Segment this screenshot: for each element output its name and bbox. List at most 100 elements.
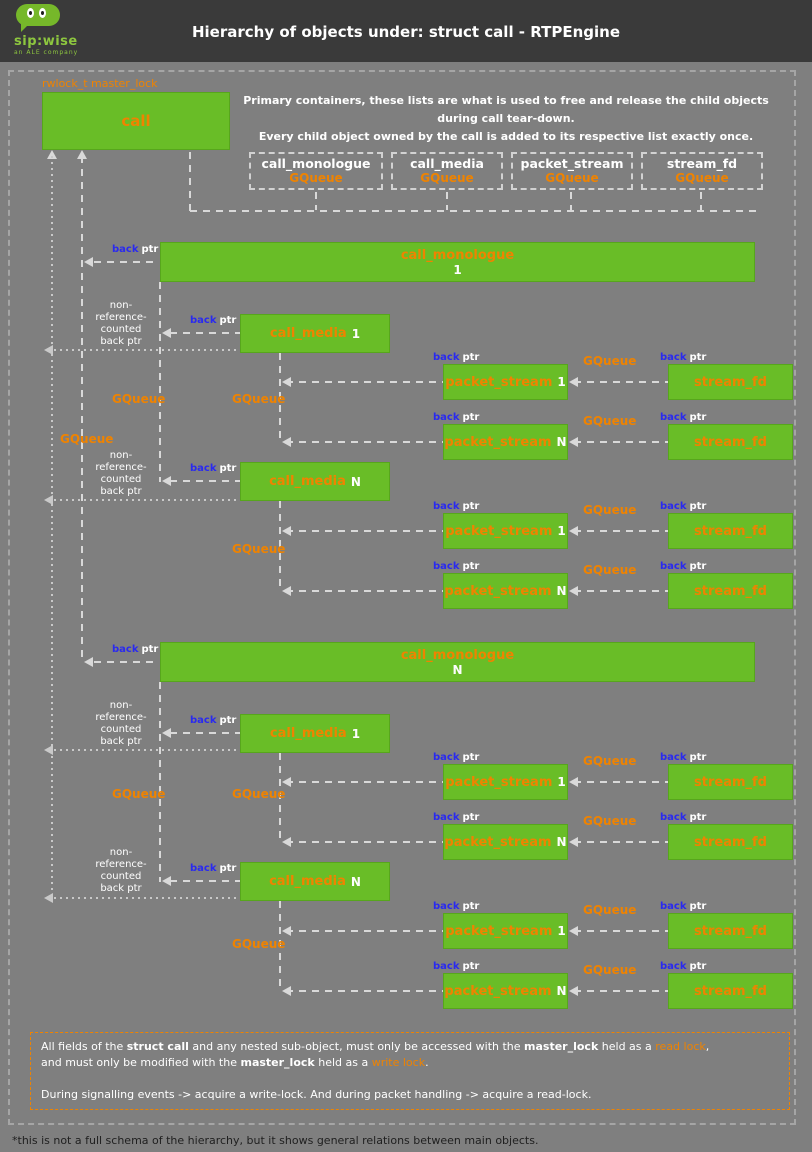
box-num: 1 — [351, 326, 361, 341]
packet-stream-1-box: packet_stream 1 — [443, 364, 568, 400]
call-media-1-box: call_media 1 — [240, 714, 390, 753]
box-name: stream_fd — [694, 774, 767, 790]
back-ptr-ptr: ptr — [689, 501, 707, 512]
back-ptr-ptr: ptr — [689, 412, 707, 423]
note-line-3: During signalling events -> acquire a wr… — [41, 1088, 592, 1101]
back-ptr-ptr: ptr — [689, 752, 707, 763]
call-to-lists-line — [190, 210, 762, 212]
stream-fd-link-line — [574, 781, 668, 783]
box-name: packet_stream — [444, 434, 552, 450]
back-ptr-back: back — [660, 752, 687, 763]
back-ptr-ptr: ptr — [689, 812, 707, 823]
box-name: call_monologue — [400, 647, 515, 663]
stream-fd-box: stream_fd — [668, 364, 793, 400]
sipwise-logo: sip:wise an ALE company — [14, 4, 114, 56]
nonref-line: non- — [109, 700, 133, 711]
nonref-line: back ptr — [100, 883, 142, 894]
nonref-line: back ptr — [100, 736, 142, 747]
back-ptr-back: back — [660, 412, 687, 423]
back-ptr-line — [286, 530, 443, 532]
list-type: GQueue — [289, 171, 343, 185]
back-ptr-ptr: ptr — [689, 901, 707, 912]
stream-fd-box: stream_fd — [668, 913, 793, 949]
box-name: packet_stream — [445, 523, 553, 539]
arrow-left-icon — [162, 876, 171, 886]
back-ptr-line — [94, 261, 158, 263]
stream-fd-box: stream_fd — [668, 573, 793, 609]
list-connector-line — [315, 192, 317, 210]
box-name: stream_fd — [694, 834, 767, 850]
call-to-lists-line — [189, 152, 191, 211]
stream-fd-box: stream_fd — [668, 424, 793, 460]
gqueue-label: GQueue — [583, 754, 637, 768]
gqueue-line — [279, 901, 281, 991]
back-ptr-ptr: ptr — [689, 352, 707, 363]
back-ptr-back: back — [433, 412, 460, 423]
nonref-line: reference- — [95, 712, 147, 723]
box-name: packet_stream — [444, 834, 552, 850]
packet-stream-n-box: packet_stream N — [443, 573, 568, 609]
back-ptr-line — [286, 990, 443, 992]
back-ptr-ptr: ptr — [219, 463, 237, 474]
gqueue-label: GQueue — [583, 503, 637, 517]
back-ptr-back: back — [660, 352, 687, 363]
gqueue-line — [279, 501, 281, 591]
nonref-backptr-label: non- reference- counted back ptr — [92, 450, 150, 498]
call-media-n-box: call_media N — [240, 862, 390, 901]
arrow-left-icon — [84, 257, 93, 267]
back-ptr-back: back — [190, 715, 217, 726]
arrow-left-icon — [44, 345, 53, 355]
box-name: stream_fd — [694, 923, 767, 939]
stream-fd-link-line — [574, 381, 668, 383]
list-box-packet-stream: packet_stream GQueue — [511, 152, 633, 190]
arrow-left-icon — [569, 437, 578, 447]
back-ptr-ptr: ptr — [462, 961, 480, 972]
box-num: N — [350, 874, 361, 889]
call-media-1-box: call_media 1 — [240, 314, 390, 353]
arrow-left-icon — [162, 328, 171, 338]
intro-text: Primary containers, these lists are what… — [236, 92, 776, 146]
arrow-left-icon — [569, 526, 578, 536]
nonref-line: reference- — [95, 312, 147, 323]
arrow-left-icon — [569, 837, 578, 847]
note-write-lock: write lock — [371, 1056, 426, 1069]
list-name: stream_fd — [666, 156, 738, 171]
back-ptr-ptr: ptr — [219, 715, 237, 726]
gqueue-label: GQueue — [232, 392, 286, 406]
gqueue-label: GQueue — [583, 963, 637, 977]
gqueue-label: GQueue — [583, 563, 637, 577]
arrow-left-icon — [569, 777, 578, 787]
gqueue-line — [279, 753, 281, 842]
stream-fd-link-line — [574, 530, 668, 532]
note-spacer — [41, 1071, 779, 1087]
box-num: N — [556, 435, 567, 449]
arrow-left-icon — [569, 586, 578, 596]
gqueue-label: GQueue — [583, 414, 637, 428]
back-ptr-line — [170, 732, 240, 734]
box-name: stream_fd — [694, 434, 767, 450]
intro-line-2: Every child object owned by the call is … — [258, 130, 754, 143]
arrow-up-icon — [47, 150, 57, 159]
nonref-backptr-line — [54, 499, 240, 501]
note-text: , — [705, 1040, 710, 1053]
nonref-line: reference- — [95, 462, 147, 473]
gqueue-label: GQueue — [112, 392, 166, 406]
arrow-left-icon — [84, 657, 93, 667]
gqueue-label: GQueue — [583, 814, 637, 828]
nonref-backptr-line — [54, 349, 240, 351]
list-type: GQueue — [545, 171, 599, 185]
nonref-line: non- — [109, 300, 133, 311]
nonref-line: reference- — [95, 859, 147, 870]
back-ptr-back: back — [660, 901, 687, 912]
back-ptr-ptr: ptr — [462, 812, 480, 823]
gqueue-line — [159, 682, 161, 882]
nonref-line: back ptr — [100, 336, 142, 347]
